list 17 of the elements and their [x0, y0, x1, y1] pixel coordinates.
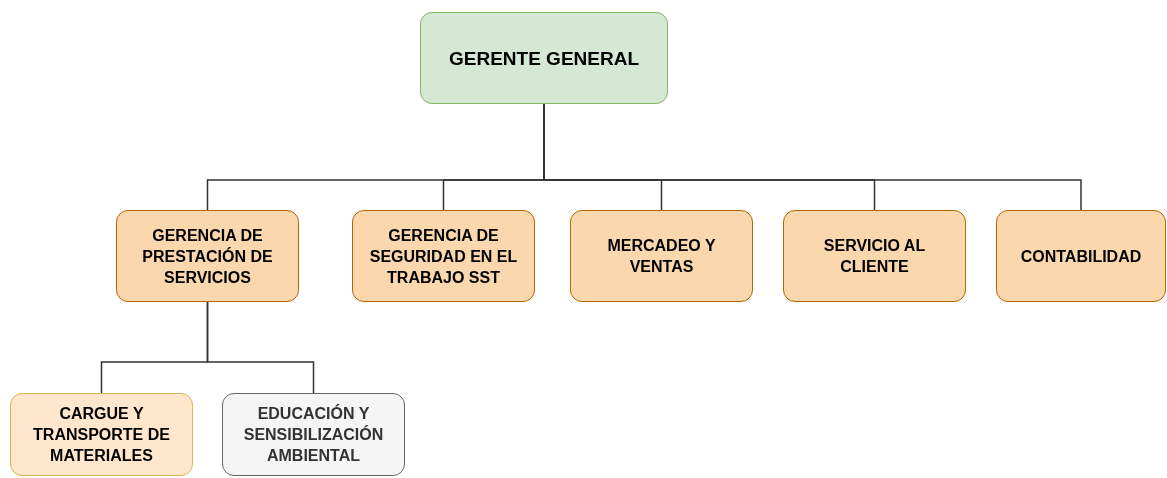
role-title: GERENCIA DE PRESTACIÓN DE SERVICIOS [141, 225, 274, 288]
role-title: GERENCIA DE SEGURIDAD EN EL TRABAJO SST [368, 225, 519, 288]
role-title: SERVICIO AL CLIENTE [822, 236, 927, 277]
org-box [116, 210, 299, 302]
org-box [420, 12, 668, 104]
role-title: CONTABILIDAD [1020, 246, 1142, 267]
role-title: CARGUE Y TRANSPORTE DE MATERIALES [32, 404, 171, 466]
org-box [996, 210, 1166, 302]
org-box [570, 210, 753, 302]
role-title: GERENTE GENERAL [449, 47, 639, 69]
role-title: EDUCACIÓN Y SENSIBILIZACIÓN AMBIENTAL [242, 403, 385, 466]
org-box [10, 393, 193, 476]
org-box [783, 210, 966, 302]
org-box [352, 210, 535, 302]
connector-line [206, 301, 315, 394]
role-title: MERCADEO Y VENTAS [606, 236, 717, 277]
org-box [222, 393, 405, 476]
